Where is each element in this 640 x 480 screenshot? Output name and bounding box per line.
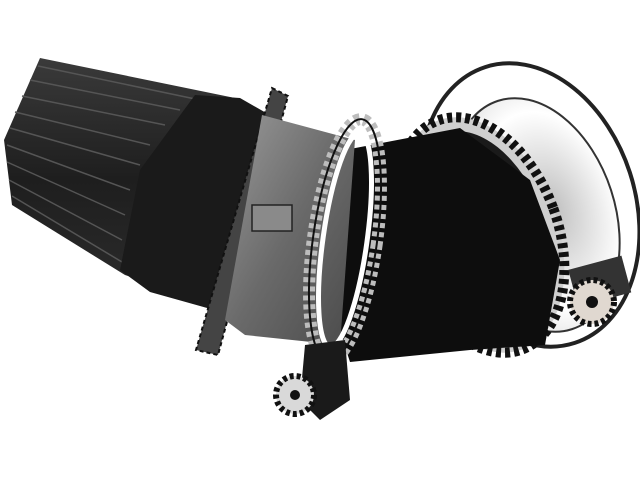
black-housing: [330, 128, 560, 362]
pinion-gear-left: [273, 373, 317, 417]
shaft-key: [251, 204, 293, 232]
pinion-gear-right: [567, 255, 632, 327]
